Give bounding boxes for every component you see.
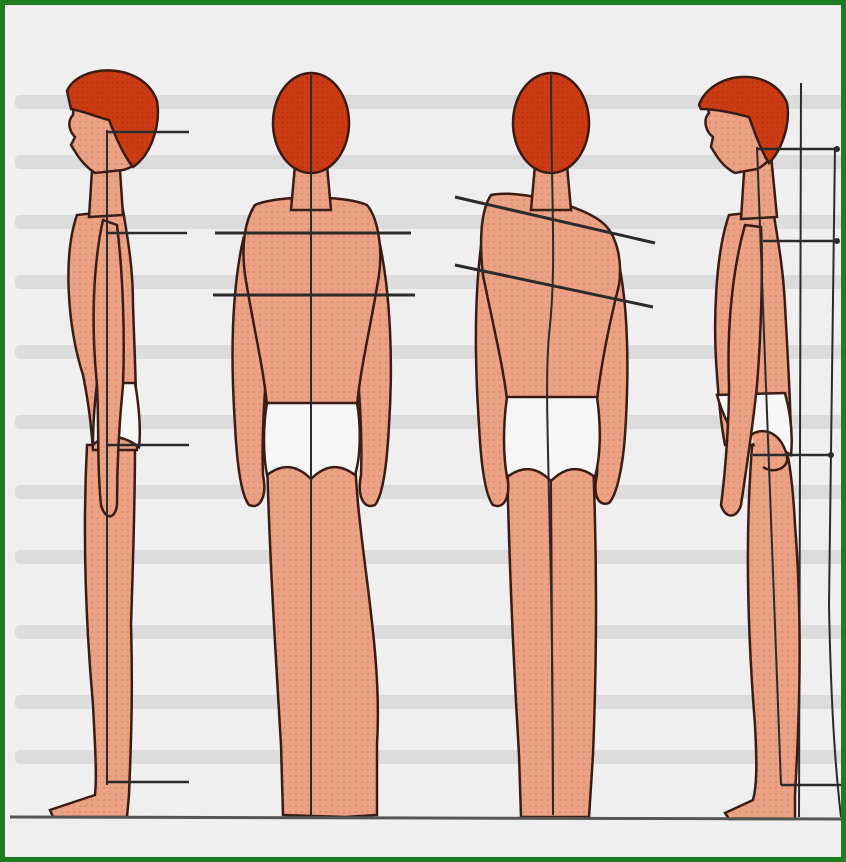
underwear — [504, 397, 600, 481]
contour-line — [829, 147, 841, 817]
floor-line — [10, 817, 846, 819]
posture-illustration — [5, 5, 846, 862]
legs — [267, 455, 378, 817]
